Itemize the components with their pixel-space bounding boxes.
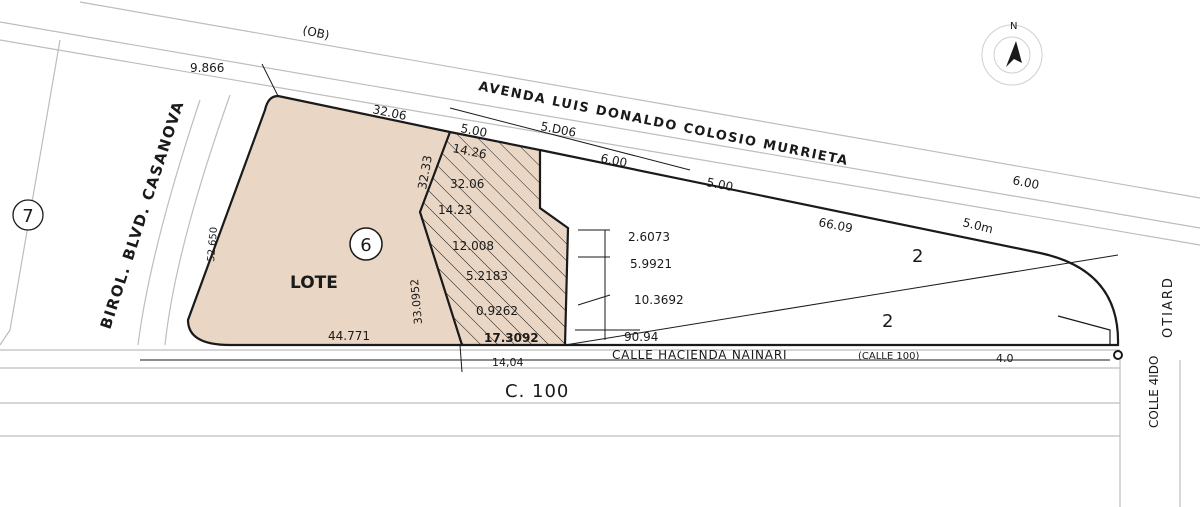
dim-09262: 0.9262: [476, 304, 518, 318]
lot-2-lower-number: 2: [882, 311, 893, 332]
dimension-labels: 9.866 32.06 5.00 5.D06 14.26 6.00 5.00 6…: [190, 61, 1040, 369]
lot-2-parcel[interactable]: [539, 148, 1120, 347]
lot-7-number: 7: [22, 206, 33, 227]
dim-26073: 2.6073: [628, 230, 670, 244]
dim-1426: 14.26: [451, 141, 487, 161]
street-blvd-casanova: BIROL. BLVD. CASANOVA: [97, 98, 188, 331]
dim-3206-top: 32.06: [371, 102, 408, 123]
dim-3233: 32.33: [415, 154, 435, 190]
dim-44771: 44.771: [328, 329, 370, 343]
dim-50m: 5.0m: [961, 215, 994, 236]
lot-6-circle: [349, 227, 383, 261]
drive-notch: [1057, 315, 1111, 345]
lot-2-upper-number: 2: [912, 246, 923, 267]
dim-1404: 14,04: [492, 356, 524, 369]
dim-600-right: 6.00: [1011, 173, 1040, 192]
street-calle-hacienda-tag: (CALLE 100): [858, 351, 919, 362]
dim-12008: 12.008: [452, 239, 494, 253]
dim-6609: 66.09: [817, 215, 853, 235]
street-right-vertical: COLLE 4IDO: [1147, 356, 1161, 428]
north-label: N: [1010, 21, 1017, 32]
street-c100: C. 100: [505, 381, 569, 402]
lot-7-circle: [12, 199, 44, 231]
inner-boundary: [418, 131, 464, 346]
dim-500-b: 5.00: [705, 175, 734, 194]
street-avenida-tag: (OB): [301, 23, 330, 42]
dim-330952: 33.0952: [408, 278, 425, 324]
lot-6-label: LOTE: [290, 273, 338, 293]
dim-1423: 14.23: [438, 203, 472, 217]
dim-600: 6.00: [599, 151, 628, 170]
dim-173092: 17.3092: [484, 331, 539, 345]
street-calle-hacienda: CALLE HACIENDA NAINARI: [612, 348, 787, 362]
street-corner-right: OTIARD: [1161, 276, 1176, 338]
dim-52183: 5.2183: [466, 269, 508, 283]
corner-marker: [1113, 350, 1123, 360]
dim-5006: 5.D06: [539, 119, 577, 140]
dim-9866: 9.866: [190, 61, 224, 75]
dimension-lines: [140, 63, 1119, 373]
hatched-area: [420, 132, 568, 345]
north-arrow-icon: N: [981, 21, 1043, 86]
dim-52650: 52.650: [206, 226, 220, 262]
dim-3206-mid: 32.06: [450, 177, 484, 191]
dim-40: 4.0: [996, 352, 1014, 365]
dim-103692: 10.3692: [634, 293, 684, 307]
dim-59921: 5.9921: [630, 257, 672, 271]
dim-9094: 90.94: [624, 330, 658, 344]
lot-6-number: 6: [360, 235, 371, 256]
dim-500-a: 5.00: [459, 121, 488, 140]
